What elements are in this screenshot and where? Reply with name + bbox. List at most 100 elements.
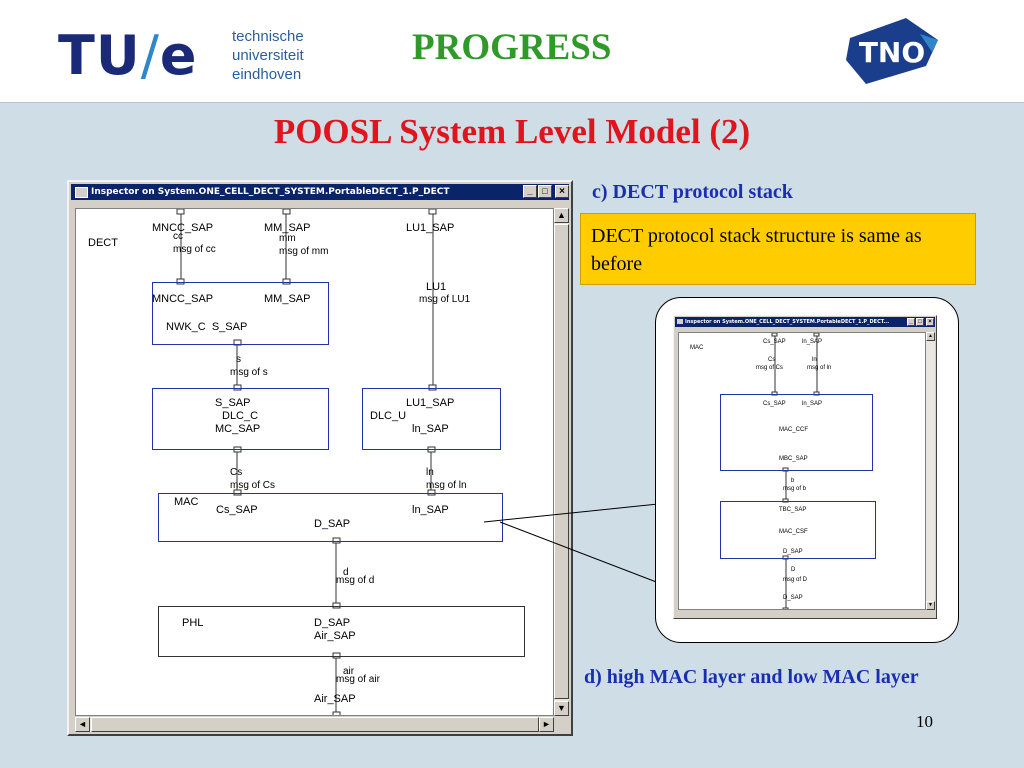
- mac-csf-block[interactable]: [720, 501, 876, 559]
- mac-window-app-icon: [677, 319, 683, 324]
- lu1-sap-label: LU1_SAP: [406, 222, 455, 234]
- dect-label: DECT: [88, 237, 118, 249]
- maximize-icon: □: [542, 186, 548, 196]
- diagram-canvas[interactable]: DECT MNCC_SAP cc msg of cc MM_SAP mm msg…: [75, 208, 554, 716]
- section-d-heading: d) high MAC layer and low MAC layer: [584, 666, 919, 688]
- mac-ccf-label: MAC_CCF: [779, 427, 809, 433]
- mac-minimize-button[interactable]: _: [907, 318, 915, 326]
- mac-zoom-label: MAC: [690, 345, 704, 351]
- nwk-mm-sap-label: MM_SAP: [264, 293, 311, 305]
- zoom-d-label: D: [791, 567, 796, 573]
- csf-d-sap-label: D_SAP: [783, 549, 803, 555]
- lu1-label: LU1: [426, 281, 447, 293]
- scroll-up-button[interactable]: ▲: [554, 208, 569, 223]
- nwk-mncc-sap-label: MNCC_SAP: [152, 293, 214, 305]
- arrow-left-icon: ◄: [78, 719, 87, 729]
- mac-diagram-connectors: [771, 333, 820, 609]
- mac-close-icon: ×: [928, 319, 932, 325]
- phl-air-sap-label: Air_SAP: [314, 630, 356, 642]
- dlc-u-ln-sap-label: ln_SAP: [412, 423, 449, 435]
- msg-d-label: msg of d: [336, 575, 375, 586]
- zoom-cs-sap-top-label: Cs_SAP: [763, 339, 786, 345]
- svg-text:TNO: TNO: [859, 36, 925, 69]
- tno-logo: TNO: [846, 18, 938, 84]
- mac-vertical-scrollbar[interactable]: ▲ ▼: [926, 332, 935, 610]
- window-app-icon: [75, 187, 88, 198]
- msg-mm-label: msg of mm: [279, 246, 329, 257]
- nwk-c-label: NWK_C S_SAP: [166, 321, 248, 333]
- tue-logo: TU/e: [58, 24, 198, 87]
- msg-cs-label: msg of Cs: [230, 480, 276, 491]
- mm-label: mm: [279, 233, 296, 244]
- minimize-button[interactable]: _: [523, 185, 537, 198]
- mac-scroll-down-button[interactable]: ▼: [926, 601, 935, 610]
- minimize-icon: _: [527, 186, 533, 196]
- mac-scroll-up-button[interactable]: ▲: [926, 332, 935, 341]
- zoom-ln-label: ln: [812, 357, 817, 363]
- air-sap-bottom-label: Air_SAP: [314, 693, 356, 705]
- zoom-msg-d-label: msg of D: [783, 577, 808, 583]
- section-c-heading: c) DECT protocol stack: [592, 181, 793, 203]
- inspector-window: Inspector on System.ONE_CELL_DECT_SYSTEM…: [67, 180, 573, 736]
- mac-minimize-icon: _: [909, 319, 913, 325]
- arrow-right-icon: ►: [542, 719, 551, 729]
- scroll-down-button[interactable]: ▼: [554, 701, 569, 716]
- scroll-left-button[interactable]: ◄: [75, 717, 90, 732]
- mac-arrow-up-icon: ▲: [928, 333, 933, 339]
- dlc-c-block[interactable]: [152, 388, 329, 450]
- s-label: s: [236, 354, 241, 365]
- zoom-ln-sap-top-label: ln_SAP: [802, 339, 823, 345]
- horizontal-scrollbar[interactable]: ◄ ►: [75, 717, 554, 732]
- phl-label: PHL: [182, 617, 204, 629]
- horizontal-scroll-thumb[interactable]: [91, 717, 539, 732]
- phl-block[interactable]: [158, 606, 525, 657]
- msg-ln-label: msg of ln: [426, 480, 467, 491]
- mac-ln-sap-label: ln_SAP: [412, 504, 449, 516]
- zoom-cs-label: Cs: [768, 357, 776, 363]
- zoom-b-label: b: [791, 478, 795, 484]
- nwk-c-block[interactable]: [152, 282, 329, 345]
- dlc-u-lu1-sap-label: LU1_SAP: [406, 397, 455, 409]
- page-number: 10: [916, 712, 933, 731]
- progress-label: PROGRESS: [412, 27, 612, 68]
- mac-inspector-window: Inspector on System.ONE_CELL_DECT_SYSTEM…: [673, 315, 937, 619]
- mncc-sap-label: MNCC_SAP: [152, 222, 214, 234]
- slide-header: TU/e technische universiteit eindhoven P…: [0, 0, 1024, 103]
- mac-arrow-down-icon: ▼: [928, 602, 933, 608]
- cs-label: Cs: [230, 467, 243, 478]
- scroll-right-button[interactable]: ►: [539, 717, 554, 732]
- zoom-d-sap-bottom-label: D_SAP: [783, 595, 803, 601]
- msg-cc-label: msg of cc: [173, 244, 216, 255]
- cc-label: cc: [173, 231, 183, 242]
- dect-note-box: DECT protocol stack structure is same as…: [580, 213, 976, 285]
- d-label: d: [343, 567, 349, 578]
- mac-ccf-block[interactable]: [720, 394, 873, 471]
- maximize-button[interactable]: □: [538, 185, 552, 198]
- dlc-c-mc-sap-label: MC_SAP: [215, 423, 261, 435]
- air-label: air: [343, 666, 355, 677]
- dlc-c-label: DLC_C: [222, 410, 259, 422]
- mac-d-sap-label: D_SAP: [314, 518, 351, 530]
- arrow-down-icon: ▼: [557, 703, 566, 713]
- mac-close-button[interactable]: ×: [926, 318, 934, 326]
- zoom-msg-ln-label: msg of ln: [807, 365, 832, 371]
- tbc-sap-label: TBC_SAP: [779, 507, 807, 513]
- mac-maximize-icon: □: [918, 319, 922, 325]
- close-button[interactable]: ×: [555, 185, 569, 198]
- msg-s-label: msg of s: [230, 367, 268, 378]
- vertical-scroll-thumb[interactable]: [554, 224, 569, 699]
- tue-name: technische universiteit eindhoven: [232, 28, 304, 83]
- vertical-scrollbar[interactable]: ▲ ▼: [554, 208, 569, 716]
- msg-lu1-label: msg of LU1: [419, 294, 471, 305]
- mac-maximize-button[interactable]: □: [916, 318, 924, 326]
- inspector-title: Inspector on System.ONE_CELL_DECT_SYSTEM…: [91, 187, 450, 197]
- ccf-ln-sap-label: ln_SAP: [802, 401, 823, 407]
- mac-inspector-titlebar[interactable]: Inspector on System.ONE_CELL_DECT_SYSTEM…: [675, 317, 935, 327]
- close-icon: ×: [559, 186, 565, 197]
- inspector-titlebar[interactable]: Inspector on System.ONE_CELL_DECT_SYSTEM…: [71, 184, 569, 200]
- mac-diagram-canvas[interactable]: MAC Cs_SAP ln_SAP Cs msg of Cs ln msg of…: [678, 332, 926, 610]
- dlc-u-block[interactable]: [362, 388, 501, 450]
- msg-air-label: msg of air: [336, 674, 380, 685]
- dlc-c-s-sap-label: S_SAP: [215, 397, 251, 409]
- dlc-u-label: DLC_U: [370, 410, 407, 422]
